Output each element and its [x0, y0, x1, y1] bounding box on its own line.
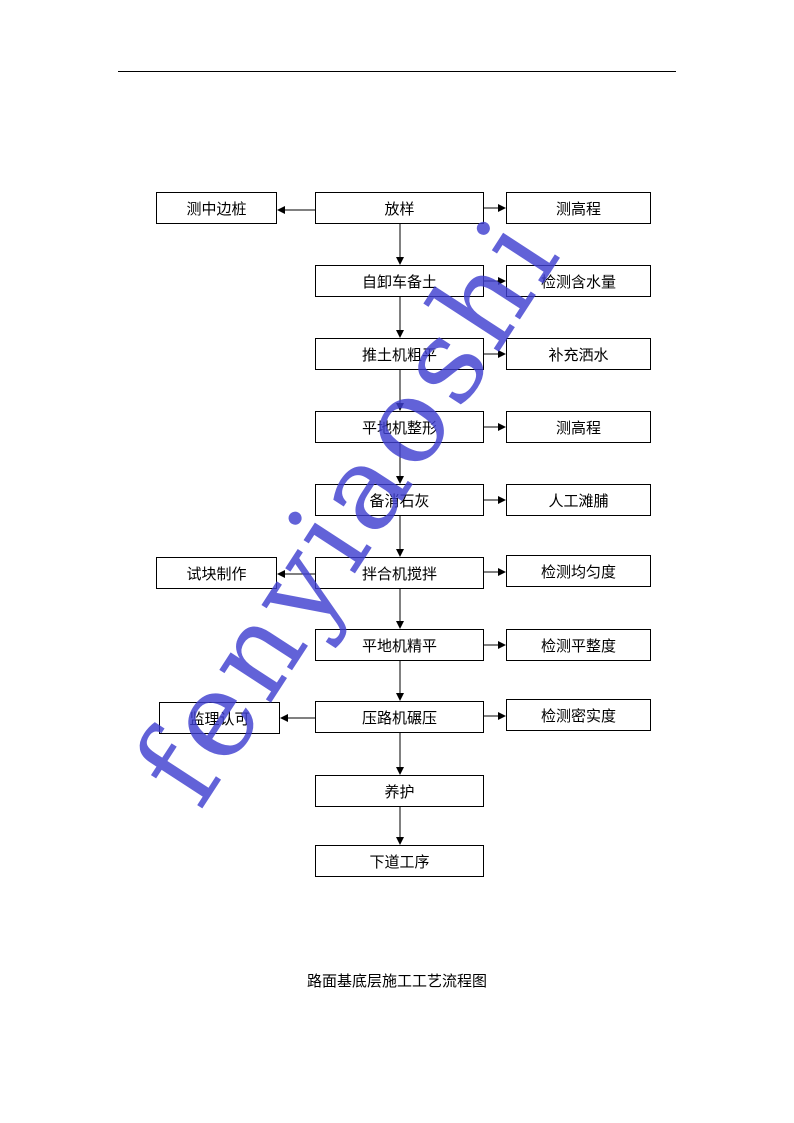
check-box-4: 测高程 — [506, 411, 651, 443]
step-label: 备消石灰 — [369, 491, 430, 510]
figure-caption: 路面基底层施工工艺流程图 — [306, 972, 487, 990]
step-box-3: 推土机粗平 — [315, 338, 484, 370]
step-box-4: 平地机整形 — [315, 411, 484, 443]
step-box-7: 平地机精平 — [315, 629, 484, 661]
note-box-1: 测中边桩 — [156, 192, 277, 224]
step-label: 平地机整形 — [361, 418, 437, 437]
check-box-6: 检测均匀度 — [506, 555, 651, 587]
step-label: 下道工序 — [369, 852, 430, 871]
step-box-1: 放样 — [315, 192, 484, 224]
note-box-3: 监理认可 — [159, 702, 280, 734]
header-rule — [118, 71, 676, 72]
check-box-5: 人工滩脯 — [506, 484, 651, 516]
check-box-3: 补充洒水 — [506, 338, 651, 370]
check-box-8: 检测密实度 — [506, 699, 651, 731]
check-label: 检测密实度 — [540, 706, 616, 725]
step-box-9: 养护 — [315, 775, 484, 807]
check-box-2: 检测含水量 — [506, 265, 651, 297]
step-label: 自卸车备土 — [361, 272, 437, 291]
note-label: 监理认可 — [189, 709, 250, 728]
check-label: 补充洒水 — [548, 345, 609, 364]
check-label: 测高程 — [555, 199, 601, 218]
step-label: 拌合机搅拌 — [361, 564, 437, 583]
step-box-5: 备消石灰 — [315, 484, 484, 516]
step-label: 养护 — [384, 782, 415, 801]
step-box-8: 压路机碾压 — [315, 701, 484, 733]
check-label: 检测含水量 — [540, 272, 616, 291]
step-label: 压路机碾压 — [361, 708, 437, 727]
note-label: 测中边桩 — [186, 199, 247, 218]
note-box-2: 试块制作 — [156, 557, 277, 589]
step-label: 平地机精平 — [361, 636, 437, 655]
check-label: 测高程 — [555, 418, 601, 437]
note-label: 试块制作 — [186, 564, 247, 583]
step-label: 推土机粗平 — [361, 345, 437, 364]
step-label: 放样 — [384, 199, 415, 218]
step-box-2: 自卸车备土 — [315, 265, 484, 297]
check-label: 人工滩脯 — [548, 491, 609, 510]
check-box-1: 测高程 — [506, 192, 651, 224]
check-box-7: 检测平整度 — [506, 629, 651, 661]
check-label: 检测均匀度 — [540, 562, 616, 581]
check-label: 检测平整度 — [540, 636, 616, 655]
step-box-6: 拌合机搅拌 — [315, 557, 484, 589]
step-box-10: 下道工序 — [315, 845, 484, 877]
